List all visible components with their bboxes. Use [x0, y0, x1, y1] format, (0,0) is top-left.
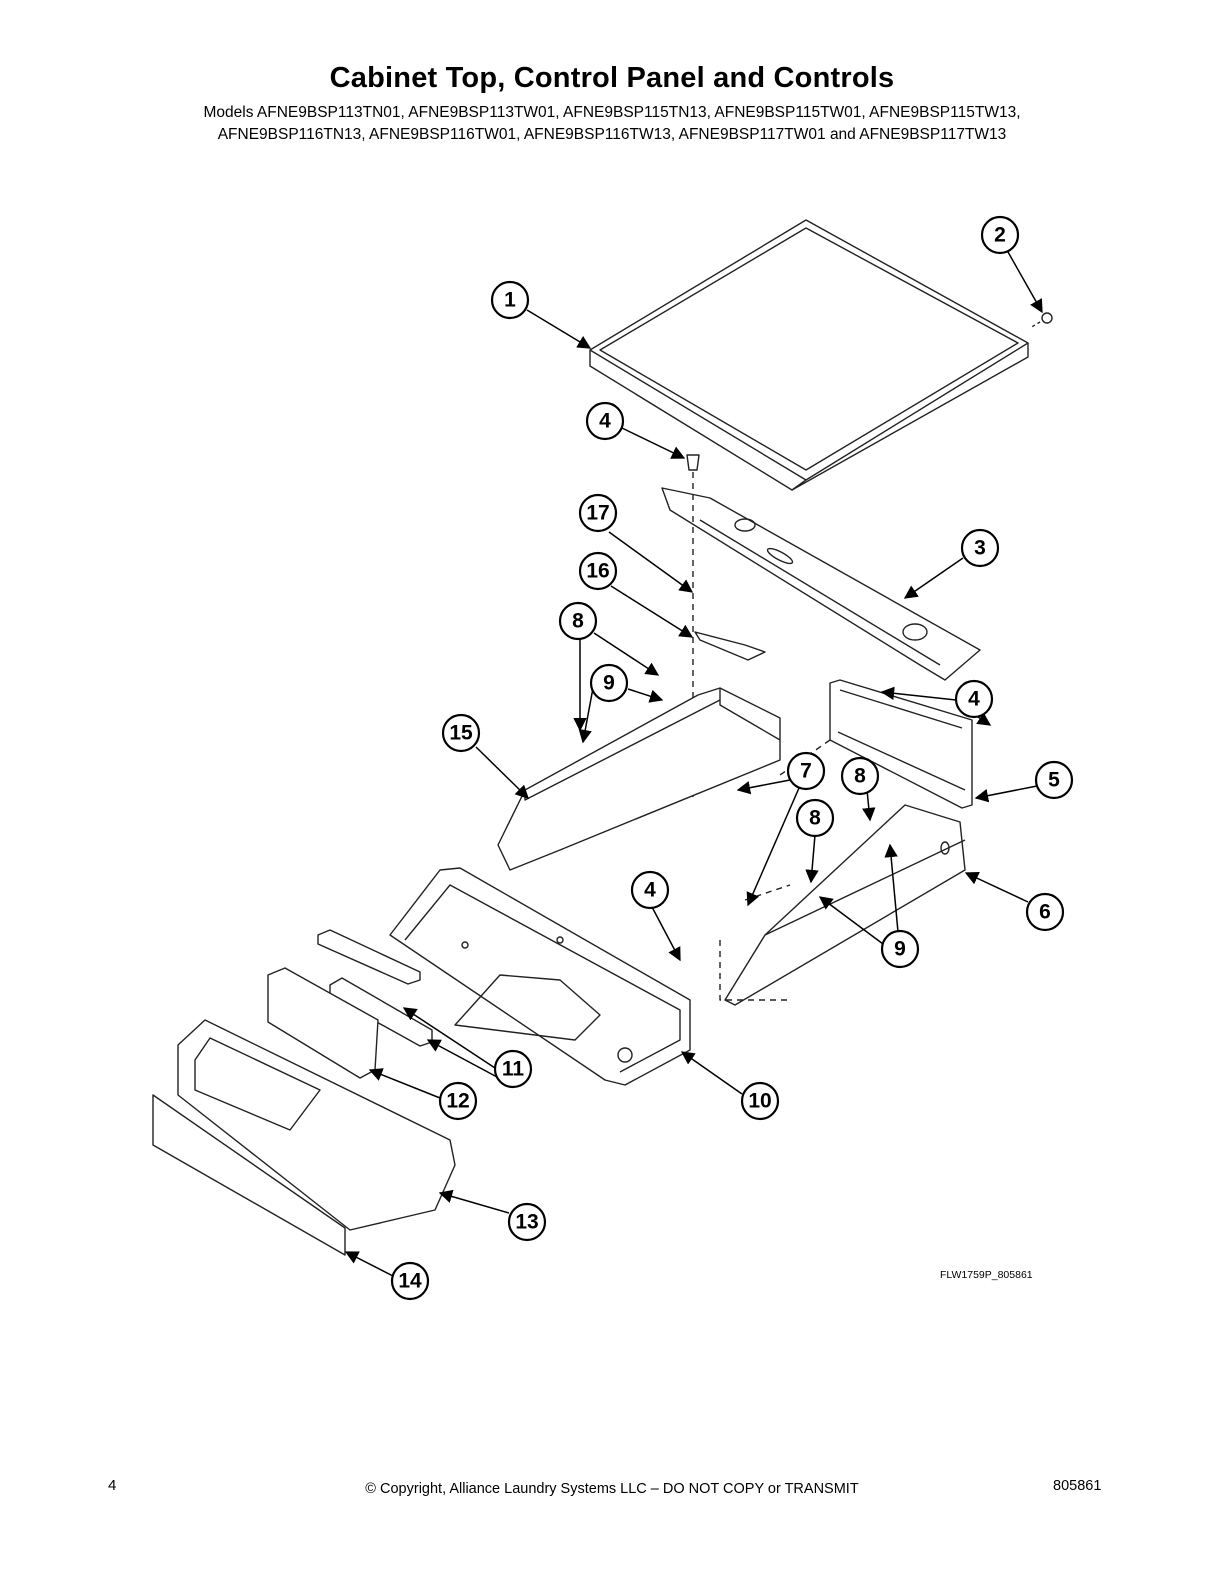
drawing-id: FLW1759P_805861 — [940, 1269, 1033, 1281]
screw-part-4-upper — [686, 454, 700, 800]
small-bracket-part — [694, 631, 766, 661]
callout-17: 17 — [578, 493, 618, 533]
callout-5: 5 — [1034, 760, 1074, 800]
control-housing-part — [389, 867, 691, 1086]
svg-text:17: 17 — [586, 502, 609, 525]
callout-9: 9 — [589, 663, 629, 703]
callout-11: 11 — [493, 1049, 533, 1089]
callout-1: 1 — [490, 280, 530, 320]
svg-text:8: 8 — [572, 610, 584, 633]
models-line-1: Models AFNE9BSP113TN01, AFNE9BSP113TW01,… — [203, 104, 1021, 121]
svg-text:7: 7 — [800, 760, 812, 783]
models-line-2: AFNE9BSP116TN13, AFNE9BSP116TW01, AFNE9B… — [217, 126, 1007, 143]
copyright-notice: © Copyright, Alliance Laundry Systems LL… — [365, 1481, 859, 1497]
page-title: Cabinet Top, Control Panel and Controls — [329, 62, 895, 94]
svg-text:3: 3 — [974, 537, 986, 560]
screw-part-2 — [1029, 312, 1053, 329]
top-bracket-part — [661, 487, 981, 681]
svg-text:13: 13 — [515, 1211, 538, 1234]
svg-text:8: 8 — [854, 765, 866, 788]
callout-12: 12 — [438, 1081, 478, 1121]
svg-text:4: 4 — [644, 879, 656, 902]
console-part — [177, 1019, 456, 1231]
svg-text:15: 15 — [449, 722, 473, 745]
callout-9: 9 — [880, 929, 920, 969]
callout-13: 13 — [507, 1202, 547, 1242]
svg-text:4: 4 — [599, 410, 611, 433]
callout-14: 14 — [390, 1261, 430, 1301]
callout-16: 16 — [578, 551, 618, 591]
svg-text:4: 4 — [968, 688, 980, 711]
svg-text:6: 6 — [1039, 901, 1051, 924]
document-number: 805861 — [1053, 1478, 1102, 1494]
callout-8: 8 — [558, 601, 598, 641]
svg-text:12: 12 — [446, 1090, 469, 1113]
svg-text:10: 10 — [748, 1090, 771, 1113]
svg-text:9: 9 — [603, 672, 615, 695]
svg-text:2: 2 — [994, 224, 1006, 247]
right-rail-part — [719, 804, 966, 1006]
callout-4: 4 — [585, 401, 625, 441]
callout-6: 6 — [1025, 892, 1065, 932]
callout-2: 2 — [980, 215, 1020, 255]
page-number: 4 — [108, 1477, 117, 1494]
callout-10: 10 — [740, 1081, 780, 1121]
svg-text:14: 14 — [398, 1270, 422, 1293]
left-rail-part — [497, 687, 781, 871]
callout-7: 7 — [786, 751, 826, 791]
svg-text:9: 9 — [894, 938, 906, 961]
cabinet-top-part — [589, 219, 1029, 491]
svg-text:16: 16 — [586, 560, 609, 583]
svg-text:11: 11 — [502, 1058, 525, 1081]
svg-text:1: 1 — [504, 289, 516, 312]
svg-text:5: 5 — [1048, 769, 1060, 792]
callout-3: 3 — [960, 528, 1000, 568]
callout-4: 4 — [954, 679, 994, 719]
callout-8: 8 — [840, 756, 880, 796]
svg-text:8: 8 — [809, 807, 821, 830]
callout-4: 4 — [630, 870, 670, 910]
callout-15: 15 — [441, 713, 481, 753]
rear-panel-part — [779, 679, 973, 809]
callout-8: 8 — [795, 798, 835, 838]
